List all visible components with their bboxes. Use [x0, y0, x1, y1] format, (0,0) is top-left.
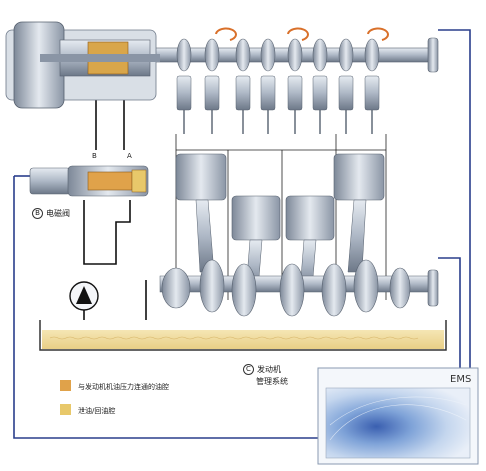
pistons: [175, 153, 385, 291]
ems-box-title: EMS: [450, 374, 472, 385]
legend-label-drain: 泄油/回油腔: [78, 407, 116, 415]
vvt-phaser: [5, 21, 160, 109]
ems-caption-line1: 发动机: [257, 365, 281, 374]
port-a-label: A: [127, 152, 132, 160]
oil-pan: [39, 320, 447, 351]
oil-pump: [69, 281, 99, 311]
ems-caption-line2: 管理系统: [256, 377, 288, 386]
crankshaft: [159, 259, 439, 317]
solenoid-valve: [29, 165, 149, 197]
solenoid-name: 电磁阀: [46, 209, 70, 218]
ems-unit: [317, 367, 479, 465]
valvetrain: [176, 27, 389, 134]
ems-marker: C: [243, 364, 254, 375]
solenoid-marker: B: [32, 208, 43, 219]
port-b-label: B: [92, 152, 97, 160]
legend-label-pressure: 与发动机机油压力连通的油腔: [78, 383, 169, 391]
legend-swatch-pressure: [60, 380, 71, 391]
legend-swatch-drain: [60, 404, 71, 415]
ems-wiring: [13, 29, 471, 439]
